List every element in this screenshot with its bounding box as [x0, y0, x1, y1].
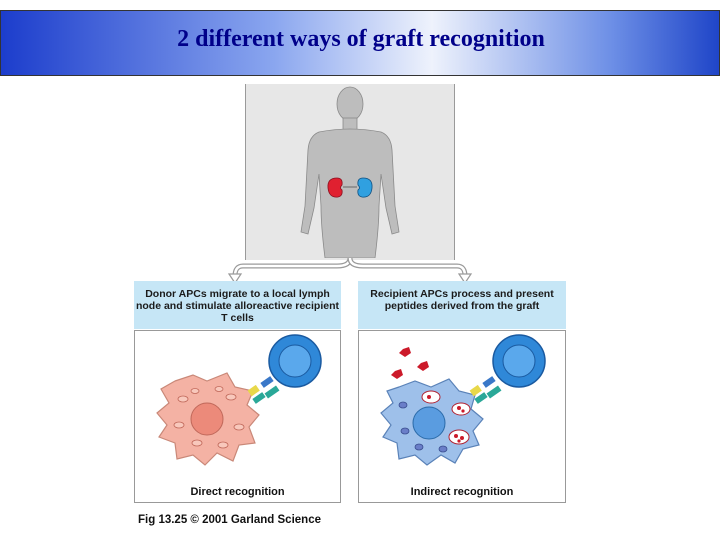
indirect-recognition-caption: Indirect recognition: [410, 486, 514, 498]
direct-recognition-caption: Direct recognition: [190, 486, 285, 498]
recipient-apc-nucleus: [412, 406, 446, 440]
title-bar: 2 different ways of graft recognition: [0, 10, 720, 76]
mhc-tcr-complex: [247, 376, 280, 404]
human-body-figure: [300, 86, 400, 258]
recipient-kidney-icon: [357, 177, 373, 198]
graft-peptides: [391, 347, 429, 379]
donor-apc-nucleus: [190, 402, 224, 436]
indirect-recognition-illustration: [380, 334, 546, 466]
figure-credit: Fig 13.25 © 2001 Garland Science: [138, 514, 321, 526]
slide-title: 2 different ways of graft recognition: [177, 26, 545, 52]
direct-pathway-heading: Donor APCs migrate to a local lymph node…: [134, 281, 341, 329]
mhc-tcr-complex: [469, 376, 502, 404]
indirect-pathway-heading: Recipient APCs process and present pepti…: [358, 281, 566, 329]
split-arrows: [227, 257, 473, 285]
direct-recognition-illustration: [156, 334, 322, 466]
donor-kidney-icon: [327, 177, 343, 198]
